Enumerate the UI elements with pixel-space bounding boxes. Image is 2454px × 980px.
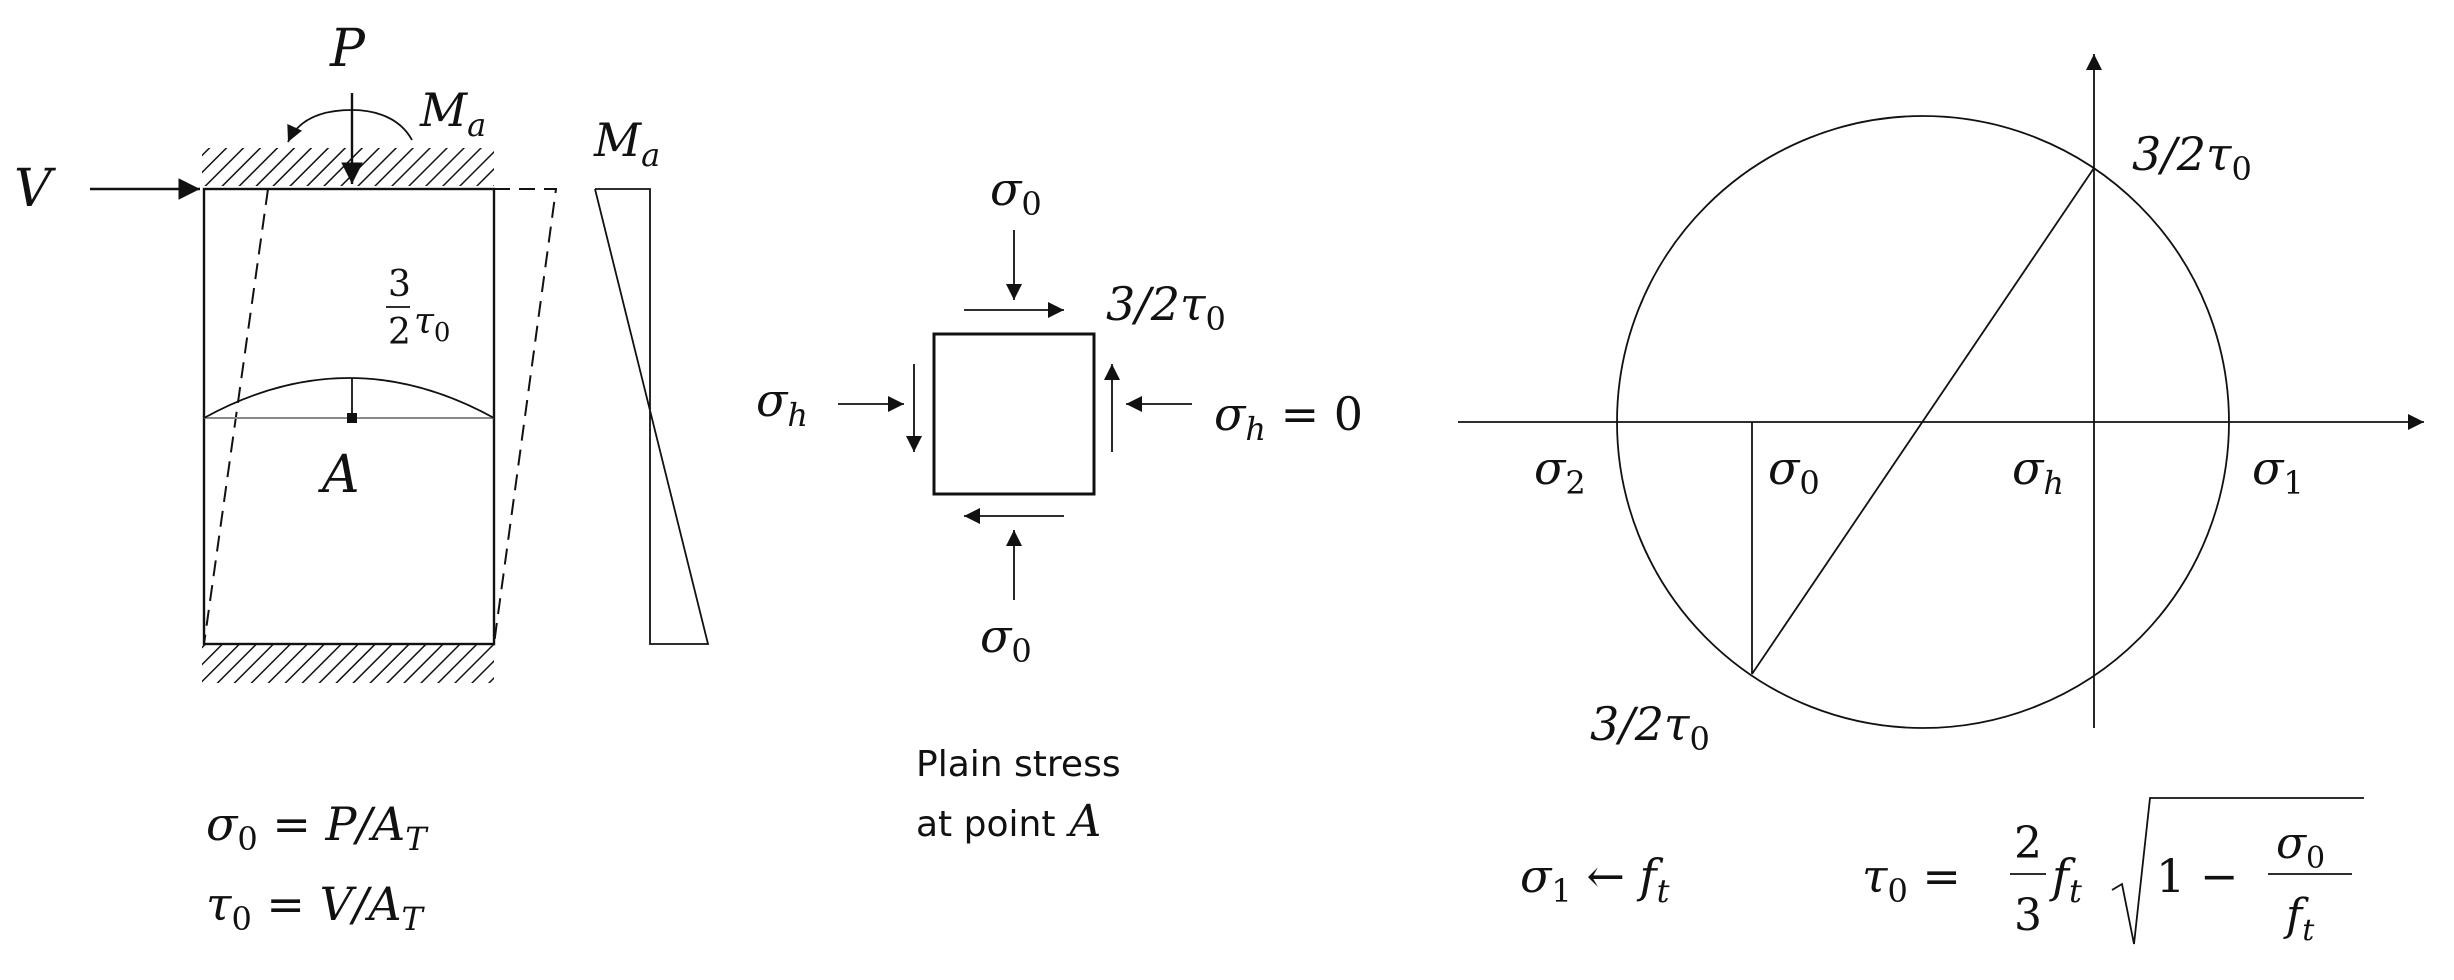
stress-tau-label: τ0 [414,301,450,348]
right-equations: σ1 ← ft τ0 = 2 3 ft 1 − σ0 ft [1520,797,2364,948]
stress-fraction-den: 2 [388,312,411,353]
bottom-support-hatch [202,643,494,683]
diameter-line [1751,167,2095,675]
bottom-point-label: 3/2τ0 [1590,697,1710,758]
moment-label: Ma [419,83,486,144]
sigma0-label: σ0 [1768,441,1820,502]
shear-v-label: V [14,159,56,219]
square-root-sign [2111,797,2364,945]
moment-diagram: Ma [593,113,710,645]
root-fraction-den: ft [2283,890,2315,948]
deformed-shape [203,188,269,645]
top-point-label: 3/2τ0 [2132,127,2252,188]
right-sigma-label: σh = 0 [1214,387,1363,448]
left-sigma-label: σh [756,373,808,434]
moment-arrow [287,109,413,143]
equation-tau0: τ0 = V/AT [206,877,426,938]
sigmah-label: σh [2012,441,2064,502]
equation-tau0-lhs: τ0 = [1862,849,1961,910]
fraction-three: 3 [2014,890,2042,941]
shear-label: 3/2τ0 [1106,277,1226,338]
ft-factor: ft [2049,849,2082,910]
mohr-circle: 3/2τ0 3/2τ0 σ2 σ0 σh σ1 [1458,54,2424,758]
stress-fraction-num: 3 [388,264,411,305]
root-fraction-num: σ0 [2276,818,2325,876]
equation-sigma0: σ0 = P/AT [206,797,429,858]
caption-line-1: Plain stress [916,744,1121,785]
shear-stress-parabola [203,377,495,419]
sigma1-label: σ1 [2252,441,2304,502]
left-equations: σ0 = P/AT τ0 = V/AT [206,797,429,938]
stress-element: σ0 3/2τ0 σh σh = 0 σ0 Plain stress at po… [756,162,1363,847]
bottom-sigma-label: σ0 [980,609,1032,670]
point-a-label: A [318,445,360,505]
wall-outline [202,187,496,646]
top-support-hatch [202,148,494,186]
wall-panel: P Ma V 3 2 τ0 A [14,19,558,683]
top-sigma-label: σ0 [990,162,1042,223]
deformed-shape-right [493,188,558,645]
equation-sigma1-ft: σ1 ← ft [1520,849,1670,910]
moment-diagram-label: Ma [593,113,660,174]
point-a-dot [347,413,357,423]
moment-diagram-shape [594,188,710,645]
load-p-label: P [329,19,366,79]
root-one-minus: 1 − [2156,849,2238,903]
sigma2-label: σ2 [1534,441,1586,502]
fraction-two: 2 [2014,818,2042,869]
element-square [932,332,1096,496]
stress-circle [1616,115,2230,729]
